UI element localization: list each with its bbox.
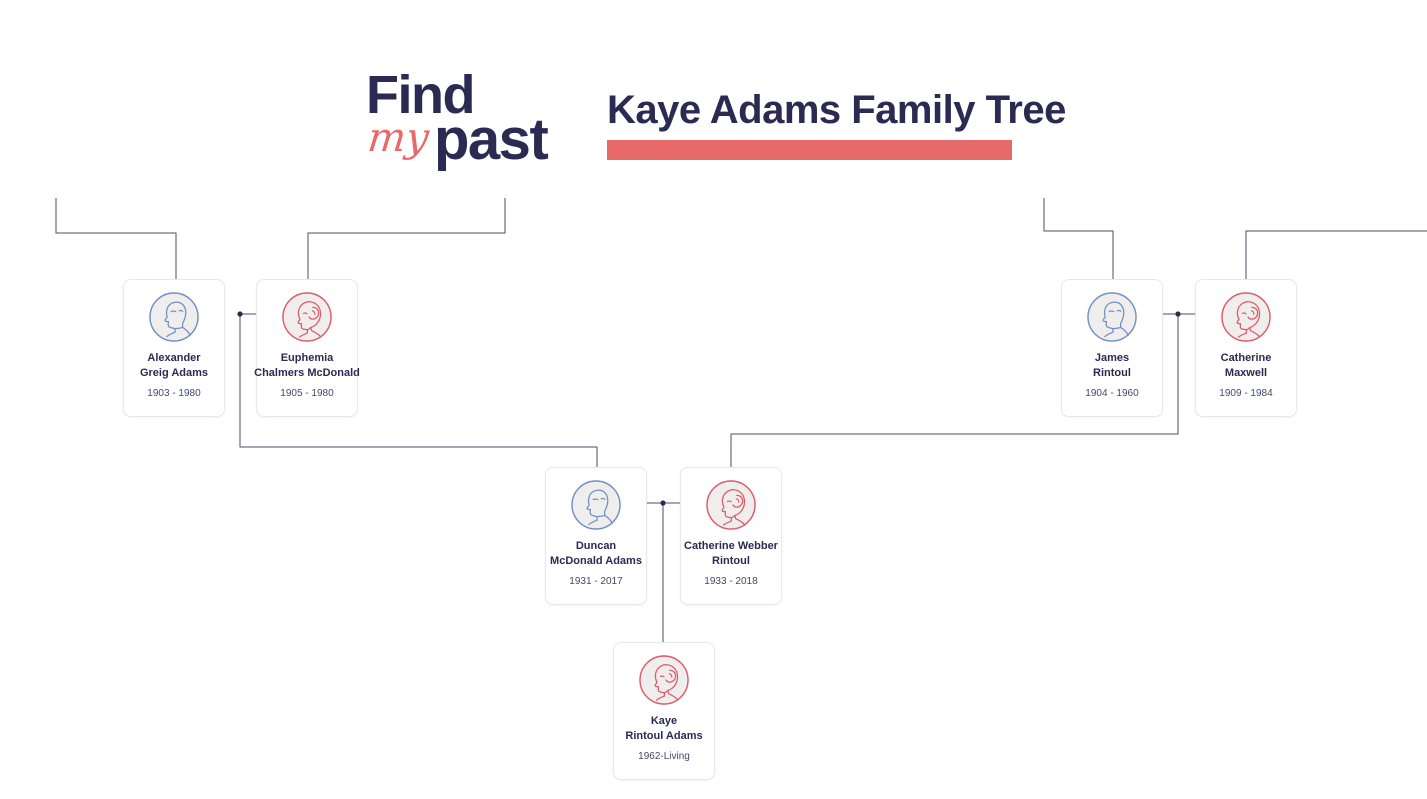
female-profile-avatar-icon bbox=[706, 480, 756, 530]
marriage-node-right bbox=[1175, 311, 1181, 317]
findmypast-logo[interactable]: Find my past bbox=[366, 68, 566, 178]
logo-my-script-text: my bbox=[365, 115, 431, 161]
person-dates: 1962-Living bbox=[638, 750, 690, 762]
person-dates: 1933 - 2018 bbox=[704, 575, 758, 587]
person-dates: 1905 - 1980 bbox=[280, 387, 334, 399]
person-dates: 1904 - 1960 bbox=[1085, 387, 1139, 399]
marriage-node-left bbox=[237, 311, 243, 317]
female-profile-avatar-icon bbox=[639, 655, 689, 705]
logo-past-text: past bbox=[434, 107, 549, 172]
male-profile-avatar-icon bbox=[571, 480, 621, 530]
person-dates: 1931 - 2017 bbox=[569, 575, 623, 587]
male-profile-avatar-icon bbox=[1087, 292, 1137, 342]
logo-find-text: Find bbox=[366, 65, 475, 125]
person-dates: 1909 - 1984 bbox=[1219, 387, 1273, 399]
header: Find my past Kaye Adams Family Tree bbox=[0, 0, 1427, 190]
female-profile-avatar-icon bbox=[282, 292, 332, 342]
title-accent-bar bbox=[607, 140, 1012, 160]
page-title: Kaye Adams Family Tree bbox=[607, 88, 1066, 132]
male-profile-avatar-icon bbox=[149, 292, 199, 342]
person-dates: 1903 - 1980 bbox=[147, 387, 201, 399]
female-profile-avatar-icon bbox=[1221, 292, 1271, 342]
marriage-node-parents bbox=[660, 500, 666, 506]
